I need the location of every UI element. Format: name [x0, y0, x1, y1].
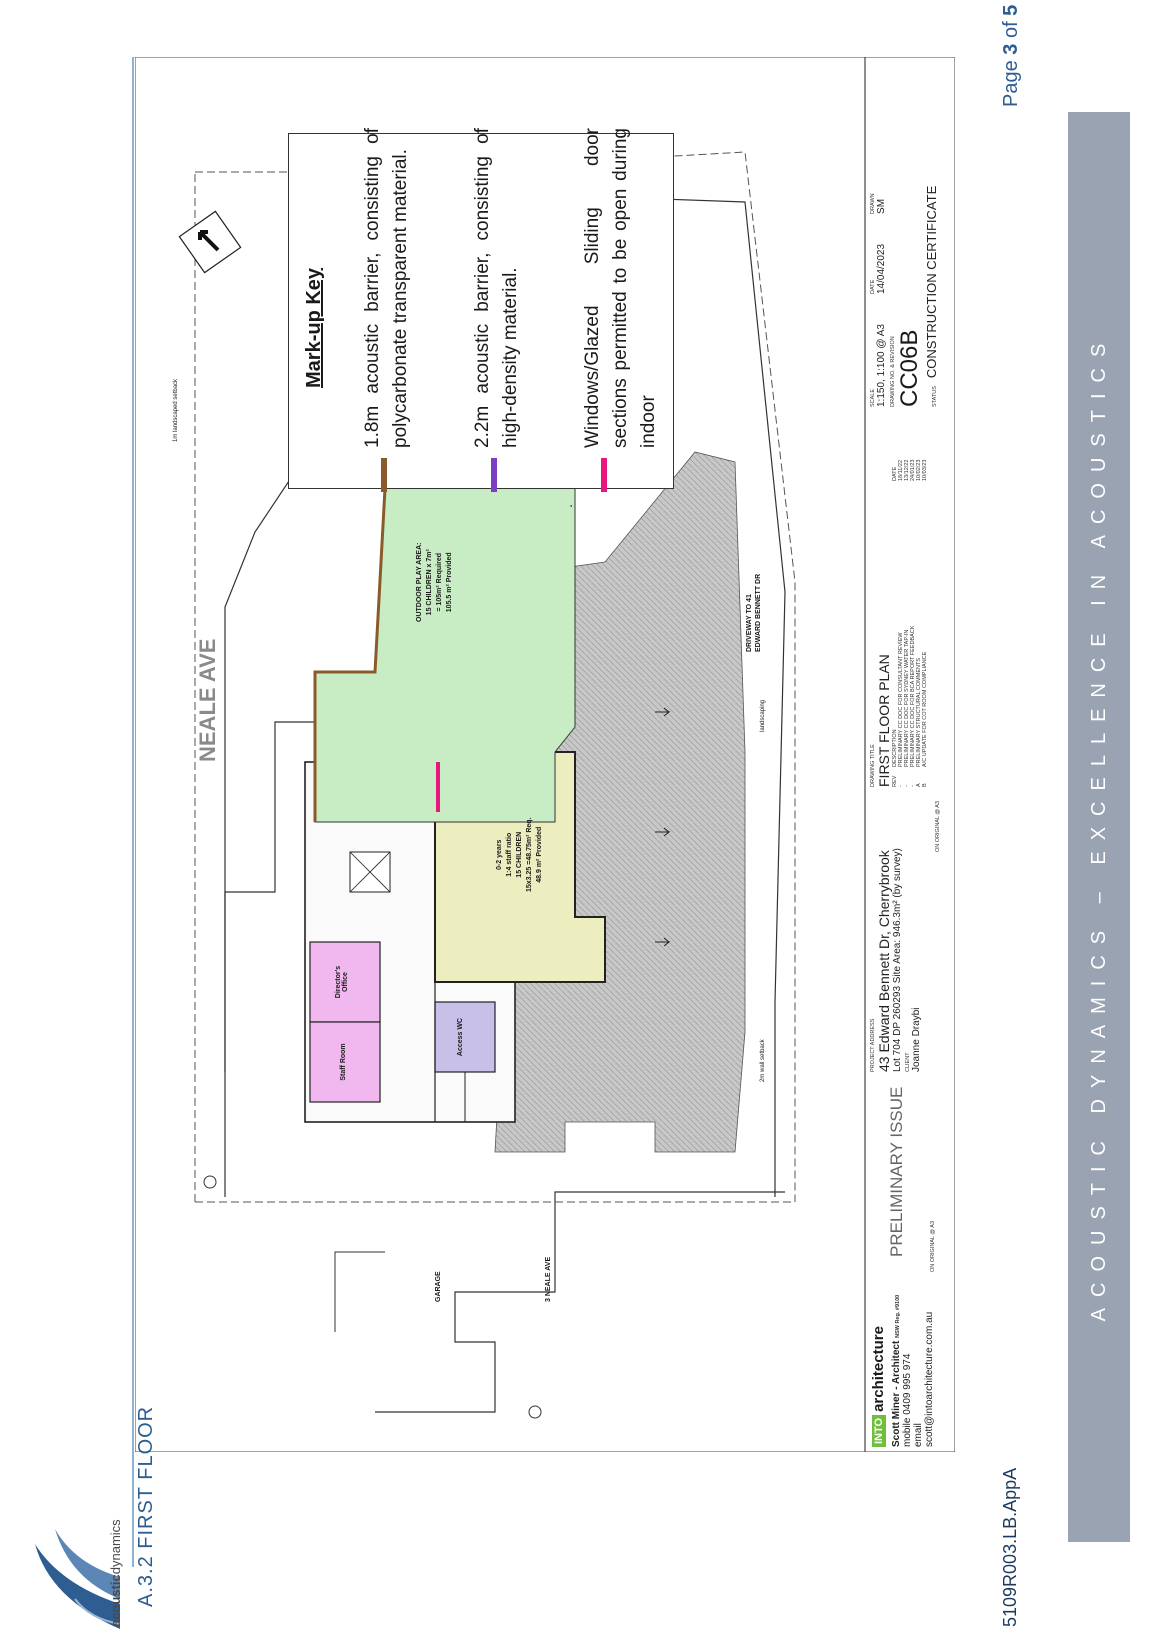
- street-label: NEALE AVE: [195, 638, 220, 762]
- landscaping-label: landscaping: [760, 699, 766, 732]
- on-original-mid: ON ORIGINAL @ A3: [935, 801, 941, 852]
- swatch-pink: [601, 458, 607, 492]
- key-dot: .: [559, 504, 575, 508]
- on-original-left: ON ORIGINAL @ A3: [930, 1221, 936, 1272]
- acoustic-dynamics-logo: [35, 1529, 121, 1629]
- architect-block: INTO architecture Scott Miner - Architec…: [870, 1294, 935, 1447]
- directors-office-label: Director's Office: [335, 965, 349, 999]
- logo-wordmark: acousticdynamics: [108, 1519, 123, 1627]
- markup-key: Mark-up Key 1.8m acoustic barrier, consi…: [288, 128, 674, 508]
- setback-label: 1m landscaped setback: [173, 378, 179, 442]
- outdoor-play-label: OUTDOOR PLAY AREA: 15 CHILDREN x 7m² = 1…: [416, 542, 453, 622]
- key-item-1: 1.8m acoustic barrier, consisting of pol…: [362, 128, 411, 448]
- driveway-label: DRIVEWAY TO 41 EDWARD BENNETT DR: [746, 573, 762, 652]
- staff-room-label: Staff Room: [340, 1043, 347, 1081]
- swatch-brown: [381, 458, 387, 492]
- markup-key-title: Mark-up Key: [303, 267, 325, 388]
- preliminary-issue: PRELIMINARY ISSUE: [887, 1086, 906, 1257]
- neighbour-label: 3 NEALE AVE: [545, 1256, 552, 1302]
- swatch-purple: [491, 458, 497, 492]
- access-wc-label: Access WC: [457, 1017, 464, 1057]
- drawing-title-block: DRAWING TITLE FIRST FLOOR PLAN REV DESCR…: [870, 459, 928, 787]
- key-item-3: Windows/Glazed Sliding door sections per…: [582, 128, 659, 448]
- garage-label: GARAGE: [435, 1271, 442, 1302]
- header-rule: [132, 57, 134, 1567]
- wall-setback-label: 2m wall setback: [760, 1039, 766, 1082]
- key-item-2: 2.2m acoustic barrier, consisting of hig…: [472, 128, 521, 448]
- project-block: PROJECT ADDRESS 43 Edward Bennett Dr, Ch…: [870, 848, 922, 1072]
- room-label: 0-2 years 1:4 staff ratio 15 CHILDREN 15…: [496, 817, 543, 892]
- tagline: ACOUSTIC DYNAMICS – EXCELLENCE IN ACOUST…: [1087, 332, 1110, 1322]
- page-number: Page 3 of 5: [1000, 4, 1022, 107]
- footer-band: ACOUSTIC DYNAMICS – EXCELLENCE IN ACOUST…: [1068, 112, 1130, 1542]
- document-reference: 5109R003.LB.AppA: [1000, 1467, 1020, 1627]
